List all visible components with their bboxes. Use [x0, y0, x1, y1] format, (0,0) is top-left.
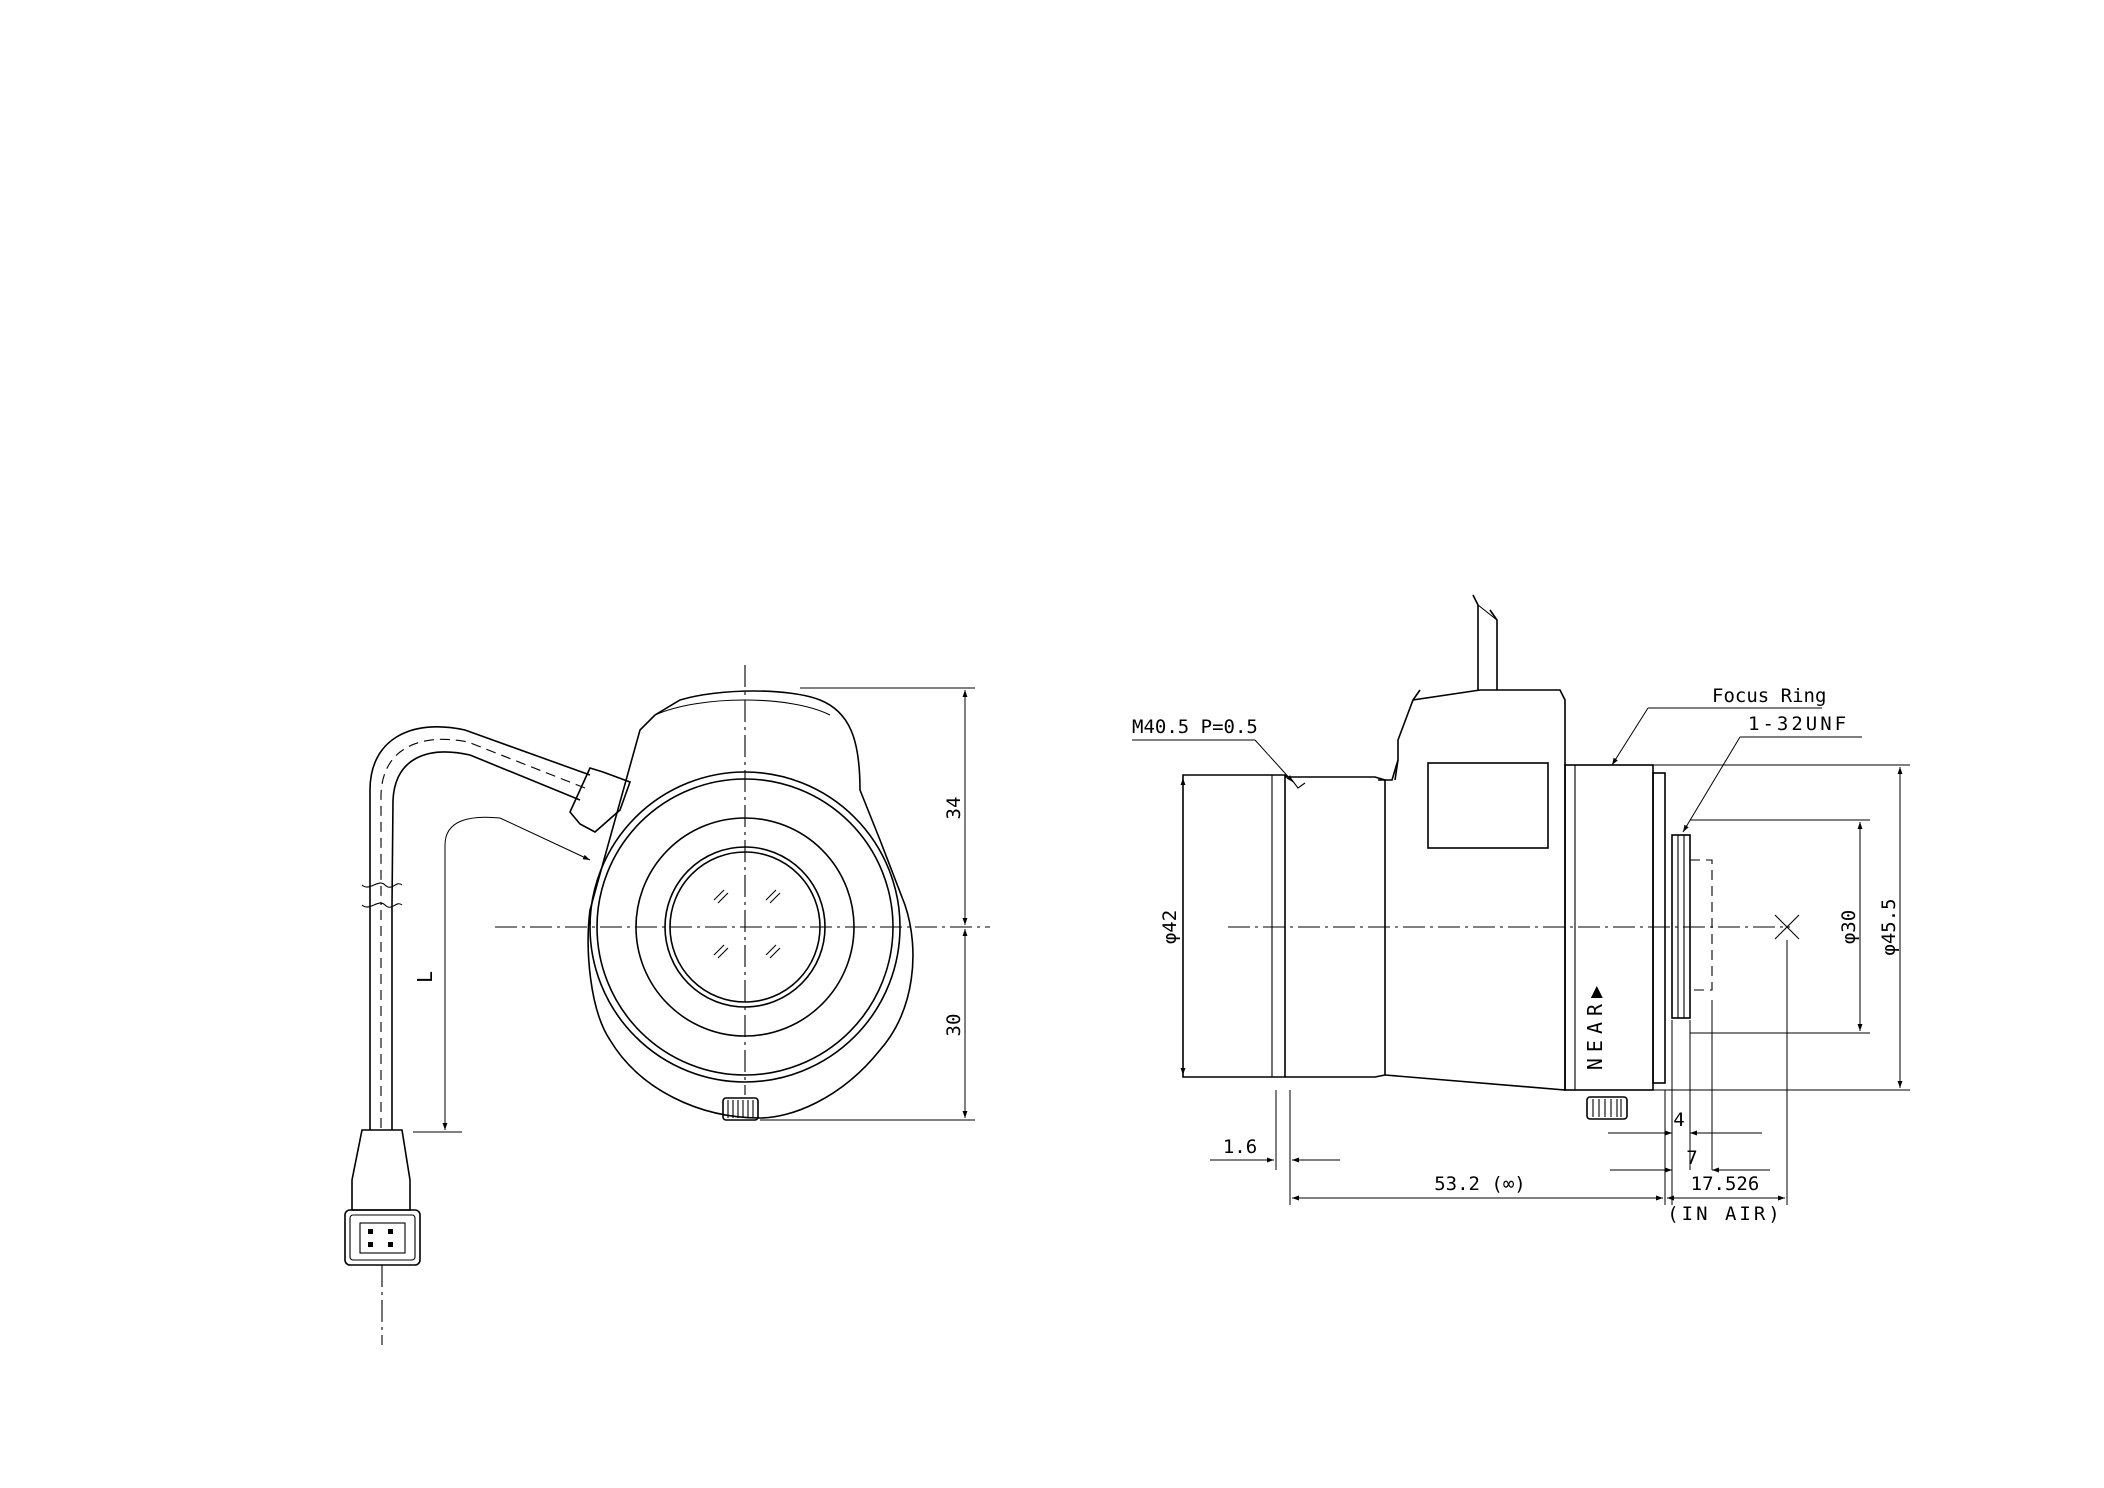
- label-window: [1427, 762, 1549, 849]
- rear-diameter: φ30: [1838, 910, 1860, 944]
- connector-pins: [368, 1229, 393, 1247]
- iris-housing: [1394, 689, 1421, 781]
- dimension-L: L: [413, 971, 437, 983]
- dimension-1-6: 1.6: [1223, 1136, 1257, 1158]
- cable-gland: [569, 767, 632, 833]
- side-cable: [1472, 594, 1479, 690]
- dimension-17-526: 17.526: [1691, 1173, 1760, 1195]
- glass-reflection-marks: [713, 889, 781, 959]
- cable: [369, 726, 591, 905]
- dimension-in-air: (IN AIR): [1667, 1203, 1783, 1225]
- connector-boot: [351, 1129, 411, 1211]
- thread-label: M40.5 P=0.5: [1132, 716, 1258, 738]
- body-diameter: φ45.5: [1878, 898, 1900, 955]
- dimension-53-2: 53.2 (∞): [1434, 1173, 1526, 1195]
- front-barrel: [1182, 774, 1286, 1078]
- iris-housing-outline: [587, 690, 914, 1119]
- mount-flange: [1652, 772, 1666, 1084]
- front-view: 34 30 L: [344, 665, 990, 1345]
- rear-element: [1690, 859, 1713, 991]
- side-view: NEAR▶ φ42 φ45.5 φ30 M40.5 P=0.5 Focus Ri…: [1132, 594, 1910, 1225]
- housing-shoulder: [654, 699, 831, 716]
- dimension-30: 30: [943, 1014, 965, 1037]
- connector-body: [344, 1209, 421, 1266]
- near-mark: NEAR▶: [1583, 980, 1607, 1070]
- front-diameter: φ42: [1159, 910, 1181, 944]
- dimension-34: 34: [943, 797, 965, 820]
- main-body: [1378, 689, 1566, 1091]
- dimension-4: 4: [1673, 1109, 1684, 1131]
- dimension-7: 7: [1686, 1147, 1697, 1169]
- mount-label: 1-32UNF: [1748, 713, 1849, 735]
- side-focus-knob: [1586, 1096, 1628, 1120]
- focus-ring-label: Focus Ring: [1712, 685, 1826, 707]
- focus-knob: [722, 1097, 759, 1121]
